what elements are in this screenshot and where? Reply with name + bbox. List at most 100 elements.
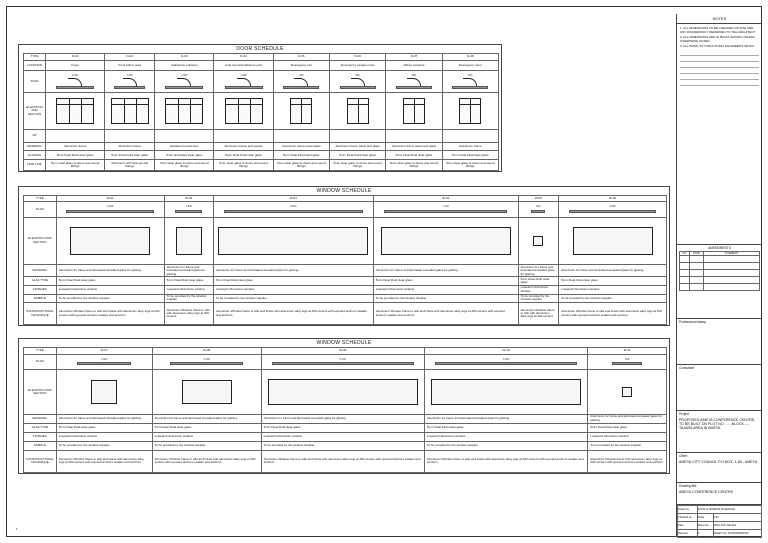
title-block: NOTES 1. ALL DIMENSIONS TO BE CHECKED ON… <box>676 14 763 538</box>
door-op-cell <box>385 128 443 143</box>
window-plan-cell: 4,500 <box>55 201 165 218</box>
plan-dimension: 1,800 <box>240 73 247 77</box>
window-sample: To be provided by the window supplier <box>55 440 153 451</box>
window-finishes: Lowetech Aluminium window <box>163 285 214 295</box>
window-sample: To be provided by the window supplier <box>423 440 589 451</box>
window-material: Aluminium for frame and laminated anneal… <box>423 413 589 424</box>
row-label: FINISHES <box>23 285 57 295</box>
door-plan-frame <box>283 85 320 89</box>
client-box: Client AMEYA CITY COUNCIL P.O.BOX. 1-89 … <box>677 452 762 482</box>
project-name: PROPOSED AMEYA CONFERENCE CENTRE, TO BE … <box>679 418 756 430</box>
window-elevation <box>533 235 544 246</box>
door-op-cell <box>154 128 215 143</box>
row-label: ELEVATION AND SECTION <box>23 369 57 415</box>
note-item: 3. ALL WORK TO STRUCTURAL ENGINEER'S DET… <box>680 44 755 48</box>
door-material: Aluminium frame and panels <box>213 141 274 152</box>
window-glazing: 5mm Float Fluid clear glass <box>163 276 214 287</box>
row-label: CONSTRUCTIONAL TECHNIQUE <box>23 302 57 325</box>
door-glazing: 5mm Float Fluid clear glass <box>213 150 274 161</box>
window-material: Aluminium for frame and laminated anneal… <box>163 264 214 278</box>
plan-dimension: 6,000 <box>502 357 510 361</box>
window-elevation <box>181 380 232 405</box>
window-elevation <box>572 226 653 255</box>
window-elevation-cell <box>55 216 165 266</box>
door-mullion <box>237 98 239 123</box>
window-elevation-cell <box>372 216 519 266</box>
window-elevation-cell <box>423 369 589 415</box>
window-glazing: 5mm Float Fluid clear glass <box>212 276 374 287</box>
plan-dimension: 1,800 <box>181 73 188 77</box>
door-glazing: 5mm Float Fluid clear glass <box>44 150 106 161</box>
window-technique: Aluminium Window frame to sills and lint… <box>151 449 262 474</box>
window-technique: Aluminium Window frame to sills with alu… <box>163 302 214 325</box>
row-label: CONSTRUCTIONAL TECHNIQUE <box>23 449 57 474</box>
window-material: Aluminium for frame and laminated anneal… <box>212 264 374 278</box>
window-sample: To be provided by the window supplier <box>163 293 214 304</box>
door-mullion <box>249 98 251 123</box>
window-sample: To be provided by the window supplier <box>558 293 667 304</box>
window-sample: To be provided by the window supplier <box>517 293 560 304</box>
window-technique: Aluminium Window frame to sills with alu… <box>517 302 560 325</box>
window-plan-frame <box>175 209 203 213</box>
info-cell: Revision <box>677 529 698 538</box>
door-op-cell <box>213 128 274 143</box>
window-sample: To be provided by the window supplier <box>212 293 374 304</box>
door-mullion <box>301 98 303 123</box>
door-location: Front Admin area <box>104 59 156 72</box>
door-plan-frame <box>396 85 432 89</box>
window-plan-cell: 2,400 <box>151 353 262 371</box>
window-elevation <box>218 226 369 255</box>
door-mullion <box>135 98 137 123</box>
window-plan-cell: 1,800 <box>55 353 153 371</box>
door-elevation <box>402 97 425 124</box>
door-elevation-cell <box>441 91 500 130</box>
window-plan-frame <box>271 362 415 366</box>
window-type: W-04 <box>372 194 519 203</box>
row-label: GLAZ TYPE <box>23 422 57 433</box>
door-num-line: 5mm clear glass to doors and sound fitti… <box>154 159 215 171</box>
door-op-cell <box>44 128 106 143</box>
window-elevation <box>91 380 118 405</box>
blank-line <box>680 56 759 62</box>
drawing-title-box: Drawing title AMEYA CONFERENCE CENTRE <box>677 482 762 504</box>
row-label: ELEVATION AND SECTION <box>23 216 57 266</box>
door-plan-cell: 900 <box>272 70 330 93</box>
door-location: Emergency room <box>441 59 500 72</box>
door-elevation-cell <box>213 91 274 130</box>
door-glazing: 5mm Float Fluid clear glass <box>441 150 500 161</box>
door-transom <box>57 103 94 105</box>
window-type: W-07 <box>55 347 153 355</box>
window-glazing: 5mm Float Fluid clear glass <box>517 276 560 287</box>
door-transom <box>166 103 203 105</box>
door-elevation-cell <box>104 91 156 130</box>
door-mullion <box>81 98 83 123</box>
door-num-line: 5mm clear glass to doors and sound fitti… <box>213 159 274 171</box>
note-item: 2. ALL DIMENSIONS ARE IN MM AS SHOWN UNL… <box>680 35 755 43</box>
door-elevation <box>459 97 482 124</box>
window-elevation-cell <box>517 216 560 266</box>
blank-line <box>680 68 759 74</box>
info-cell: DWG-105 / ED-001 <box>712 521 763 530</box>
row-label: GLAZING <box>23 150 46 161</box>
door-glazing: 5mm Float Fluid clear glass <box>104 150 156 161</box>
door-op-cell <box>104 128 156 143</box>
door-plan-cell: 1,800 <box>213 70 274 93</box>
notes-blank-lines <box>677 50 762 86</box>
info-cell: DOOR & WINDOW SCHEDULE <box>696 505 763 514</box>
door-material: Aluminium frame <box>44 141 106 152</box>
window-plan-frame <box>66 209 154 213</box>
door-glazing: 5mm Float Fluid clear glass <box>385 150 443 161</box>
window-plan-cell: 600 <box>517 201 560 218</box>
door-op-cell <box>328 128 387 143</box>
row-label: ELEVATION AND SECTION <box>23 91 46 130</box>
blank-line <box>680 74 759 80</box>
window-plan-frame <box>384 209 508 213</box>
row-label: PLAN <box>23 70 46 93</box>
window-finishes: Lowetech Aluminium window <box>517 285 560 295</box>
window-elevation-cell <box>212 216 374 266</box>
door-num-line: 5mm clear glass to doors and sound fitti… <box>328 159 387 171</box>
window-glazing: 5mm Float Fluid clear glass <box>55 422 153 433</box>
